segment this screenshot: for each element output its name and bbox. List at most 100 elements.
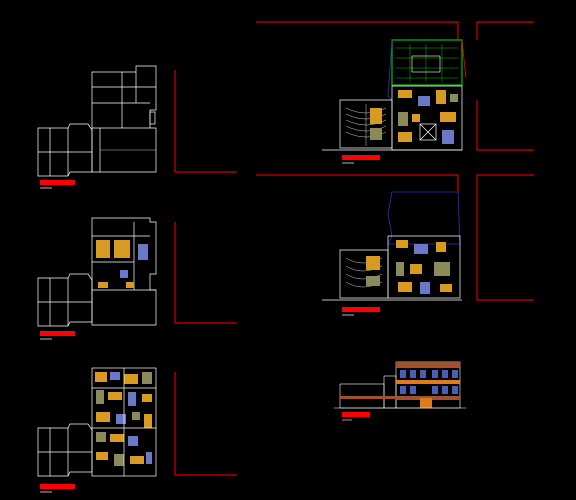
furniture bbox=[366, 256, 380, 270]
furniture bbox=[96, 452, 108, 460]
window bbox=[400, 386, 406, 394]
window bbox=[432, 386, 438, 394]
label-bar bbox=[342, 412, 370, 417]
wing-outline-3 bbox=[37, 423, 93, 477]
plan-left-2 bbox=[37, 217, 157, 340]
auditorium-outline bbox=[339, 99, 393, 149]
window bbox=[400, 370, 406, 378]
furniture bbox=[108, 392, 122, 400]
furniture bbox=[116, 414, 126, 424]
site-boundary bbox=[387, 39, 393, 101]
auditorium-outline-2 bbox=[339, 249, 389, 299]
hall-diagonal bbox=[419, 123, 437, 141]
label-bar bbox=[40, 331, 75, 336]
room-fill bbox=[98, 282, 108, 288]
auditorium-seating bbox=[345, 104, 387, 146]
frame-right-2a bbox=[256, 174, 459, 192]
wing-outline-2 bbox=[37, 273, 93, 327]
garden-court bbox=[411, 55, 441, 73]
plan-left-3 bbox=[37, 367, 157, 493]
elev-windows bbox=[400, 370, 458, 394]
furniture bbox=[398, 90, 412, 98]
furniture bbox=[440, 112, 456, 122]
label-bar bbox=[40, 180, 75, 185]
furniture bbox=[414, 244, 428, 254]
site-edge bbox=[461, 39, 467, 79]
furniture bbox=[436, 242, 446, 252]
garden-area bbox=[391, 39, 463, 86]
window bbox=[420, 370, 426, 378]
furniture bbox=[410, 264, 422, 274]
window bbox=[410, 370, 416, 378]
frame-right-1b bbox=[476, 21, 534, 40]
wing-outline bbox=[37, 123, 93, 177]
furniture bbox=[420, 282, 430, 294]
elevation bbox=[334, 361, 466, 421]
elev-entrance bbox=[420, 398, 432, 408]
garden-grid bbox=[396, 44, 458, 82]
furniture bbox=[436, 90, 446, 104]
frame-left-2 bbox=[174, 222, 237, 324]
roof-main-outline bbox=[91, 65, 157, 173]
plan-right-1 bbox=[322, 39, 467, 164]
furniture bbox=[132, 412, 140, 420]
roof-vent bbox=[149, 111, 156, 125]
frame-right-2b bbox=[476, 174, 534, 192]
window bbox=[452, 386, 458, 394]
seating-block bbox=[96, 240, 130, 258]
frame-right-1a bbox=[256, 21, 459, 40]
furniture bbox=[396, 240, 408, 248]
plan-right-2 bbox=[322, 191, 462, 316]
furniture bbox=[124, 374, 138, 384]
furniture bbox=[412, 114, 420, 122]
detail-furniture bbox=[370, 90, 458, 144]
furniture bbox=[130, 456, 144, 464]
furniture bbox=[144, 414, 152, 428]
stair bbox=[120, 270, 128, 278]
furniture bbox=[142, 394, 152, 402]
furniture bbox=[142, 372, 152, 384]
sheet-frames bbox=[174, 21, 534, 476]
window bbox=[410, 386, 416, 394]
furniture bbox=[418, 96, 430, 106]
furniture bbox=[110, 434, 124, 442]
furniture bbox=[440, 284, 452, 292]
frame-left-1 bbox=[174, 70, 237, 173]
room-fill bbox=[126, 282, 134, 288]
furniture bbox=[96, 412, 110, 422]
label-bar bbox=[342, 307, 380, 312]
furniture bbox=[396, 262, 404, 276]
label-bar bbox=[342, 155, 380, 160]
furniture bbox=[128, 392, 136, 406]
furniture bbox=[95, 372, 107, 382]
furniture bbox=[398, 112, 408, 126]
furniture bbox=[370, 108, 382, 124]
furniture bbox=[434, 262, 450, 276]
label-bar bbox=[40, 484, 75, 489]
central-hall bbox=[419, 123, 437, 141]
furniture bbox=[96, 432, 106, 442]
stair bbox=[138, 244, 148, 260]
elev-floor-band bbox=[396, 380, 460, 384]
furniture bbox=[398, 132, 412, 142]
furniture bbox=[398, 282, 412, 292]
frame-left-3 bbox=[174, 372, 237, 476]
window bbox=[452, 370, 458, 378]
site-furniture bbox=[366, 240, 452, 294]
elev-roof-band bbox=[396, 362, 460, 368]
elev-awning bbox=[340, 396, 396, 399]
upper-floor-outline bbox=[91, 217, 157, 326]
furniture bbox=[146, 452, 152, 464]
seat-row bbox=[114, 240, 130, 258]
furniture bbox=[370, 128, 382, 140]
furniture bbox=[128, 436, 138, 446]
seating-row bbox=[345, 273, 383, 280]
furniture bbox=[366, 276, 380, 286]
seat-row bbox=[96, 240, 110, 258]
furniture bbox=[450, 94, 458, 102]
window bbox=[432, 370, 438, 378]
furniture bbox=[114, 454, 124, 466]
furniture bbox=[110, 372, 120, 380]
